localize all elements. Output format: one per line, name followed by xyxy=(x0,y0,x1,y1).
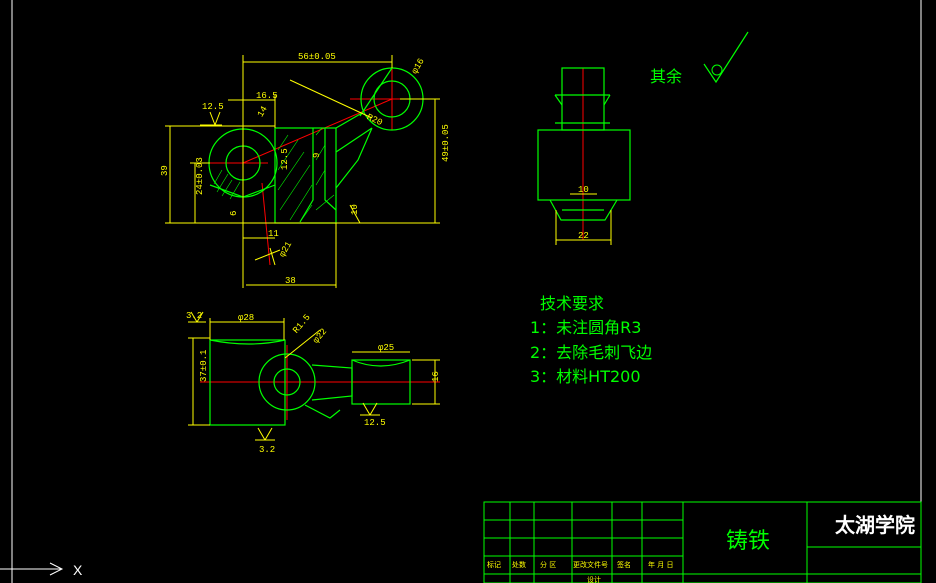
title-block-row-labels: 标记 处数 分 区 更改文件号 签名 年 月 日 设计 xyxy=(487,560,673,583)
dim-3-2-b: 3.2 xyxy=(259,445,275,455)
title-block-grid xyxy=(483,501,922,583)
tech-req-item-1: 1：未注圆角R3 xyxy=(530,318,641,337)
tech-req-item-3: 3：材料HT200 xyxy=(530,367,641,386)
dim-56: 56±0.05 xyxy=(298,52,336,62)
ucs-icon: X xyxy=(0,562,83,578)
drawing-border xyxy=(11,0,922,583)
dim-12-5-top-view: 12.5 xyxy=(364,418,386,428)
dim-37: 37±0.1 xyxy=(199,350,209,382)
title-block-label-mark: 标记 xyxy=(487,560,501,569)
title-block-label-date: 年 月 日 xyxy=(648,560,673,569)
dim-9: 9 xyxy=(312,153,322,158)
top-view-outline xyxy=(209,339,411,426)
top-view-centerlines xyxy=(200,345,440,420)
ucs-x-label: X xyxy=(73,562,83,578)
surface-finish-label: 其余 xyxy=(650,67,682,86)
dim-12-5-top: 12.5 xyxy=(202,102,224,112)
dim-phi25: φ25 xyxy=(378,343,394,353)
dim-side-22: 22 xyxy=(578,231,589,241)
side-view: 10 22 xyxy=(537,67,631,245)
title-block-label-design: 设计 xyxy=(587,575,601,583)
surface-finish-symbol xyxy=(703,31,749,84)
dim-3-2-a: 3.2 xyxy=(186,311,202,321)
dim-16-5: 16.5 xyxy=(256,91,278,101)
dim-10: 10 xyxy=(350,204,360,215)
front-view-dimlines xyxy=(165,55,440,288)
title-block-school: 太湖学院 xyxy=(835,513,915,537)
dim-39: 39 xyxy=(160,165,170,176)
title-block: 铸铁 太湖学院 标记 处数 分 区 更改文件号 签名 年 月 日 设计 xyxy=(483,501,922,583)
title-block-label-sign: 签名 xyxy=(617,560,631,569)
title-block-label-count: 处数 xyxy=(512,560,526,569)
surface-finish-note: 其余 xyxy=(650,31,749,86)
dim-49: 49±0.05 xyxy=(441,124,451,162)
side-view-dimlines xyxy=(555,193,612,245)
top-view-dimlines xyxy=(188,311,440,441)
dim-6: 6 xyxy=(229,211,239,216)
dim-16: 16 xyxy=(431,371,441,382)
dim-side-10: 10 xyxy=(578,185,589,195)
tech-req-title: 技术要求 xyxy=(540,294,604,313)
tech-req-item-2: 2：去除毛刺飞边 xyxy=(530,343,652,362)
dim-phi28: φ28 xyxy=(238,313,254,323)
title-block-label-zone: 分 区 xyxy=(540,560,556,569)
title-block-label-changedoc: 更改文件号 xyxy=(573,560,608,569)
front-view-hatch xyxy=(213,127,335,223)
technical-requirements: 技术要求 1：未注圆角R3 2：去除毛刺飞边 3：材料HT200 xyxy=(530,294,652,386)
dim-11: 11 xyxy=(268,229,279,239)
title-block-material: 铸铁 xyxy=(726,529,770,554)
side-view-outline xyxy=(537,67,631,221)
dim-38: 38 xyxy=(285,276,296,286)
dim-24: 24±0.03 xyxy=(195,157,205,195)
dim-14: 14 xyxy=(256,105,270,119)
dim-12-5-mid: 12.5 xyxy=(280,148,290,170)
